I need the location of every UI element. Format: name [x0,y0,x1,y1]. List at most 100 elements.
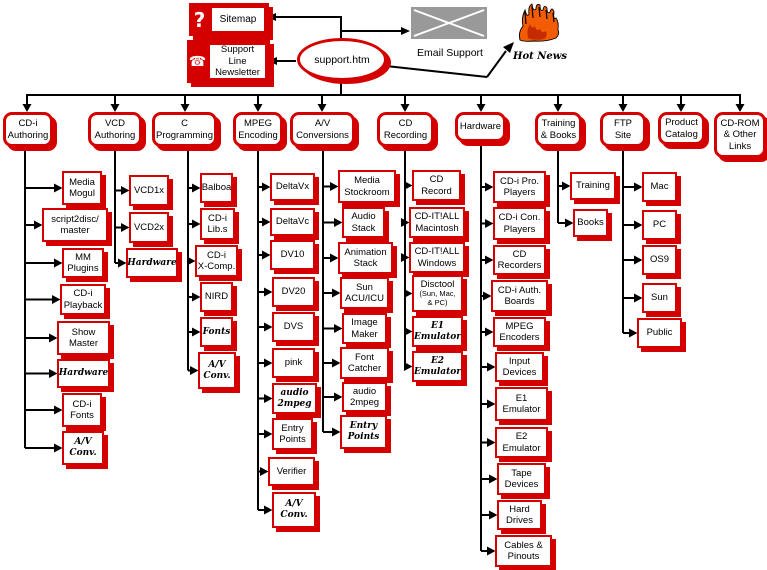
node-public[interactable]: Public [637,318,682,348]
label-line: Lib.s [207,224,228,235]
node-cd-i-con-players[interactable]: CD-i Con.Players [493,207,546,240]
node-os9[interactable]: OS9 [642,245,677,275]
node-dv10[interactable]: DV10 [270,240,315,270]
node-script2disc-master[interactable]: script2disc/master [42,208,108,242]
node-cd-i-auth-boards[interactable]: CD-i Auth.Boards [491,280,548,312]
label-line: Authoring [7,129,49,141]
node-books[interactable]: Books [573,209,608,237]
node-dvs[interactable]: DVS [272,312,315,342]
node-balboa[interactable]: Balboa [200,173,233,203]
label-line: MM [75,251,91,263]
label-line: VCD [104,118,126,130]
label-line: Encoders [499,332,540,343]
label-line: CD-ROM [720,118,760,130]
label-line: Stack [351,222,376,234]
label-line: Master [68,338,99,349]
label-line: Hardware [58,368,109,379]
label-line: CD-IT!ALL [414,211,460,223]
label-line: Points [347,432,380,442]
node-vcd2x[interactable]: VCD2x [129,212,169,243]
node-pc[interactable]: PC [642,210,677,240]
label-line: Balboa [201,182,232,194]
node-vcd1x[interactable]: VCD1x [129,175,169,206]
node-verifier[interactable]: Verifier [268,457,315,486]
node-hardware[interactable]: Hardware [57,359,110,388]
node-hardware[interactable]: Hardware [126,248,178,278]
category-training-books[interactable]: Training& Books [535,112,582,147]
node-disctool-sun-mac-pc[interactable]: Disctool(Sun, Mac,& PC) [412,275,463,312]
label-line: Animation [344,246,387,258]
category-hardware[interactable]: Hardware [455,112,506,142]
sitemap-link[interactable]: ? Sitemap [189,3,269,36]
node-cd-i-pro-players[interactable]: CD-i Pro.Players [493,171,546,203]
label-line: A/V [74,437,92,448]
node-sun[interactable]: Sun [642,283,677,313]
node-pink[interactable]: pink [272,348,315,378]
node-training[interactable]: Training [570,172,616,200]
node-deltavx[interactable]: DeltaVx [270,173,315,201]
node-mac[interactable]: Mac [642,172,677,202]
label-line: audio [352,385,377,397]
label-line: Encoding [238,129,278,141]
root-node-support-htm[interactable]: support.htm [297,38,387,81]
email-support-link[interactable] [410,4,488,47]
node-fonts[interactable]: Fonts [200,317,233,347]
label-line: Players [503,187,536,198]
node-cables-pinouts[interactable]: Cables &Pinouts [495,535,552,567]
label-line: Maker [351,328,378,340]
label-line: & Books [540,129,577,141]
label-line: Media [354,175,380,187]
label-line: CD-i [73,288,93,300]
node-dv20[interactable]: DV20 [272,277,315,307]
label-line: Hard [509,503,530,515]
label-line: 2mpeg [277,398,312,409]
hot-news-link[interactable] [516,2,562,49]
label-line: DV10 [280,249,305,261]
node-deltavc[interactable]: DeltaVc [270,208,315,236]
support-line-newsletter-link[interactable]: ☎ Support Line Newsletter [187,40,270,83]
question-icon: ? [193,7,206,32]
node-nird[interactable]: NIRD [200,282,233,312]
